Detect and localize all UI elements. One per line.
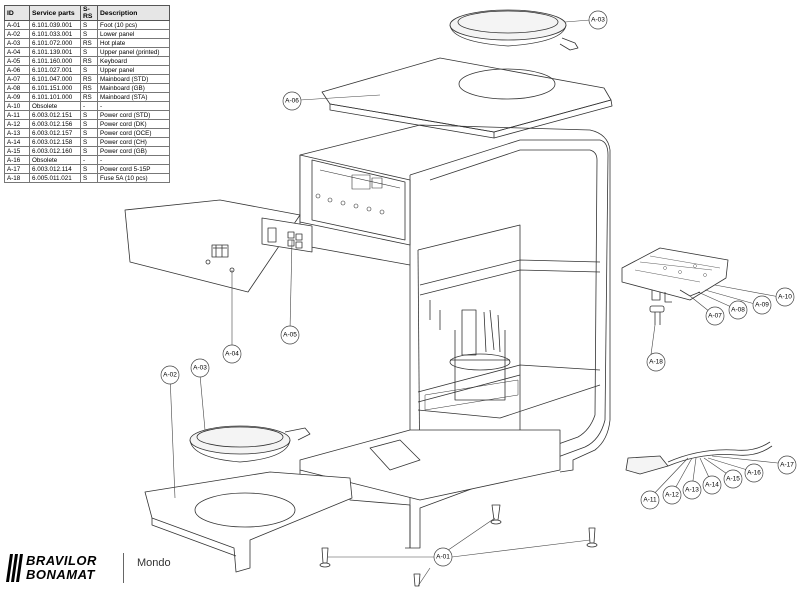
callout-a16: A-16 [747, 470, 761, 477]
callout-a03-top: A-03 [591, 17, 605, 24]
hot-plate-top [449, 9, 579, 51]
callout-a11: A-11 [643, 497, 657, 504]
callout-a07-circle [705, 306, 725, 326]
callout-a05-circle [280, 325, 300, 345]
callout-a02: A-02 [163, 372, 177, 379]
callout-a03-bottom-circle [190, 358, 210, 378]
callout-a03-top-circle [588, 10, 608, 30]
fuse [649, 305, 665, 325]
callout-a13-circle [682, 480, 702, 500]
callout-a09-circle [752, 295, 772, 315]
callout-a02-circle [160, 365, 180, 385]
callout-a17: A-17 [780, 462, 794, 469]
callout-a13: A-13 [685, 487, 699, 494]
power-cord [625, 441, 773, 475]
callout-a08-circle [728, 300, 748, 320]
callout-a14-circle [702, 475, 722, 495]
header-description: Description [97, 5, 170, 21]
callout-a10-circle [775, 287, 795, 307]
callout-a01: A-01 [436, 554, 450, 561]
upper-panel-top [321, 57, 613, 139]
upper-panel-printed [124, 199, 301, 293]
callout-a15: A-15 [726, 476, 740, 483]
model-name: Mondo [137, 557, 171, 569]
callout-a06-circle [282, 91, 302, 111]
callout-a04: A-04 [225, 351, 239, 358]
brand-logo: BRAVILOR BONAMAT [6, 552, 118, 584]
callout-a05: A-05 [283, 332, 297, 339]
callout-a11-circle [640, 490, 660, 510]
mainboard [621, 247, 729, 303]
lower-panel [144, 471, 353, 573]
header-service-parts: Service parts [29, 5, 81, 21]
callout-a17-circle [777, 455, 797, 475]
callout-a14: A-14 [705, 482, 719, 489]
callout-bubbles [160, 10, 797, 567]
callout-a12: A-12 [665, 492, 679, 499]
callout-a09: A-09 [755, 302, 769, 309]
callout-a06: A-06 [285, 98, 299, 105]
brand-name-line2: BONAMAT [26, 567, 95, 582]
callout-a16-circle [744, 463, 764, 483]
callout-a01-circle [433, 547, 453, 567]
callout-a15-circle [723, 469, 743, 489]
feet [319, 504, 598, 587]
brand-divider [123, 553, 124, 583]
callout-a18: A-18 [649, 359, 663, 366]
hot-plate-bottom [189, 425, 311, 463]
cell-description: Fuse 5A (10 pcs) [97, 173, 170, 183]
callout-a04-circle [222, 344, 242, 364]
brand-stripes-icon [6, 554, 23, 582]
callout-a03-bottom: A-03 [193, 365, 207, 372]
callout-a08: A-08 [731, 307, 745, 314]
main-housing [299, 124, 611, 549]
keyboard [261, 217, 313, 253]
callout-a18-circle [646, 352, 666, 372]
callout-a07: A-07 [708, 313, 722, 320]
callout-a12-circle [662, 485, 682, 505]
brand-name-line1: BRAVILOR [26, 553, 97, 568]
callout-a10: A-10 [778, 294, 792, 301]
